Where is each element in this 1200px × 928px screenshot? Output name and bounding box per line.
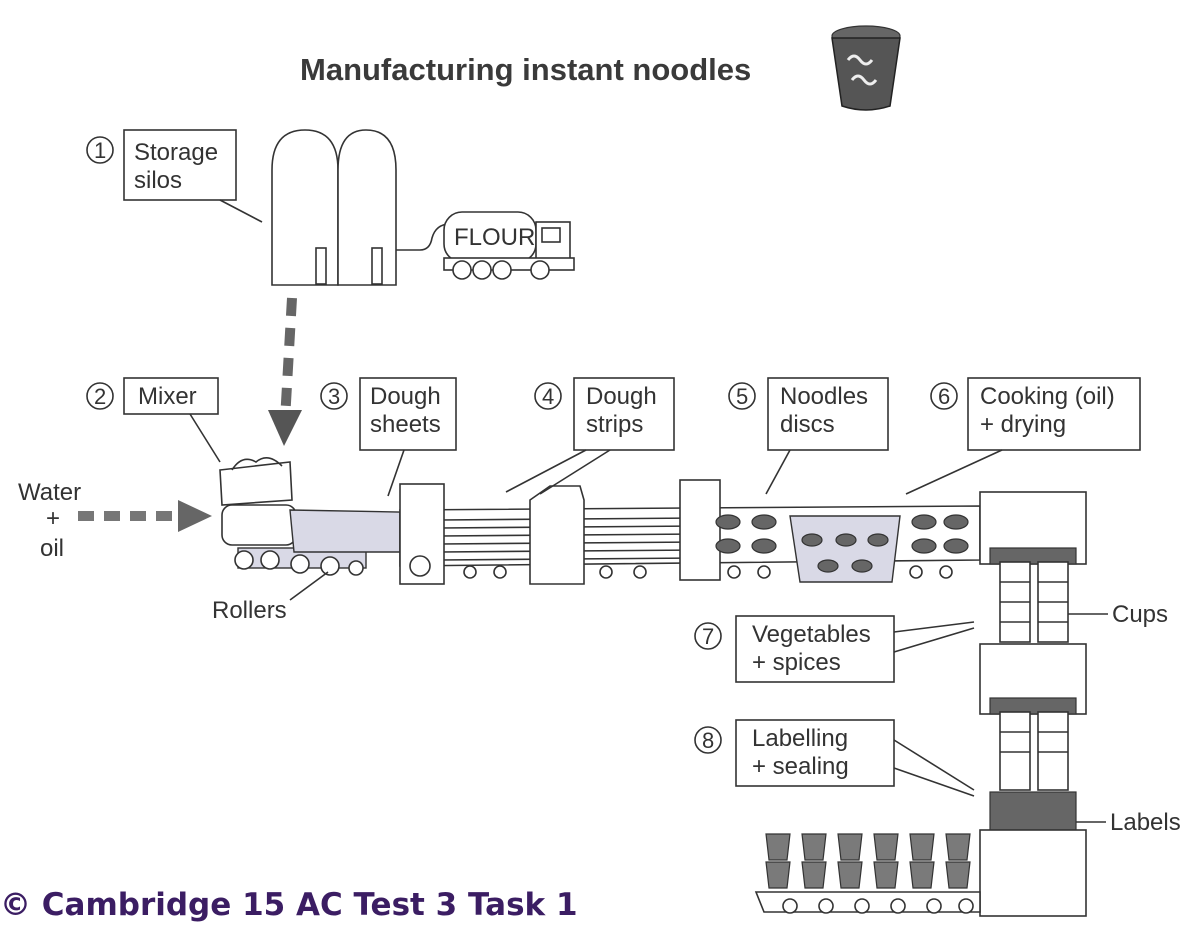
- step-6-cooking-drying: 6 Cooking (oil) + drying: [906, 378, 1140, 494]
- finished-cup: [838, 834, 862, 860]
- svg-text:Mixer: Mixer: [138, 383, 197, 410]
- svg-text:sheets: sheets: [370, 411, 441, 438]
- svg-text:Dough: Dough: [586, 383, 657, 410]
- cup-filling-machine-illustration: [980, 492, 1086, 916]
- svg-text:1: 1: [94, 138, 106, 163]
- svg-text:Vegetables: Vegetables: [752, 621, 871, 648]
- water-label: Water: [18, 479, 81, 506]
- conveyor-belt-illustration: [400, 480, 980, 584]
- svg-text:strips: strips: [586, 411, 643, 438]
- svg-text:Labelling: Labelling: [752, 725, 848, 752]
- finished-cup: [802, 862, 826, 888]
- svg-text:4: 4: [542, 384, 554, 409]
- noodle-cup-icon: [832, 26, 900, 110]
- svg-text:Noodles: Noodles: [780, 383, 868, 410]
- finished-cup: [802, 834, 826, 860]
- flour-truck-illustration: FLOUR: [444, 212, 574, 279]
- svg-text:Storage: Storage: [134, 139, 218, 166]
- rollers-label: Rollers: [212, 597, 287, 624]
- step-3-dough-sheets: 3 Dough sheets: [321, 378, 456, 496]
- finished-cup: [838, 862, 862, 888]
- finished-cup: [874, 862, 898, 888]
- water-oil-input: Water + oil: [18, 479, 212, 562]
- finished-cup: [910, 834, 934, 860]
- finished-cup: [874, 834, 898, 860]
- svg-text:3: 3: [328, 384, 340, 409]
- step-1-storage-silos: 1 Storage silos: [87, 130, 262, 222]
- finished-cup: [766, 862, 790, 888]
- svg-text:discs: discs: [780, 411, 835, 438]
- plus-label: +: [46, 505, 60, 532]
- svg-text:5: 5: [736, 384, 748, 409]
- finished-cup: [910, 862, 934, 888]
- oil-label: oil: [40, 535, 64, 562]
- step-4-dough-strips: 4 Dough strips: [506, 378, 674, 494]
- step-8-labelling-sealing: 8 Labelling + sealing: [695, 720, 974, 796]
- finished-cup: [766, 834, 790, 860]
- step-2-mixer: 2 Mixer: [87, 378, 220, 462]
- svg-text:7: 7: [702, 624, 714, 649]
- mixer-machine-illustration: Rollers: [212, 458, 400, 624]
- credit-line: © Cambridge 15 AC Test 3 Task 1: [0, 887, 578, 923]
- svg-text:+ spices: + spices: [752, 649, 841, 676]
- svg-text:+ drying: + drying: [980, 411, 1066, 438]
- labels-label: Labels: [1110, 809, 1181, 836]
- svg-text:8: 8: [702, 728, 714, 753]
- truck-label: FLOUR: [454, 224, 535, 251]
- cups-label: Cups: [1112, 601, 1168, 628]
- svg-text:Dough: Dough: [370, 383, 441, 410]
- svg-text:6: 6: [938, 384, 950, 409]
- cups-callout: Cups: [1068, 601, 1168, 628]
- step-7-vegetables-spices: 7 Vegetables + spices: [695, 616, 974, 682]
- svg-text:+ sealing: + sealing: [752, 753, 849, 780]
- diagram-title: Manufacturing instant noodles: [300, 52, 751, 87]
- step-5-noodles-discs: 5 Noodles discs: [729, 378, 888, 494]
- storage-silos-illustration: [272, 130, 450, 285]
- flour-flow-arrow: [268, 298, 302, 446]
- finished-cups-illustration: [756, 834, 980, 913]
- svg-text:Cooking (oil): Cooking (oil): [980, 383, 1115, 410]
- labels-callout: Labels: [1076, 809, 1181, 836]
- finished-cup: [946, 862, 970, 888]
- svg-text:2: 2: [94, 384, 106, 409]
- svg-text:silos: silos: [134, 167, 182, 194]
- finished-cup: [946, 834, 970, 860]
